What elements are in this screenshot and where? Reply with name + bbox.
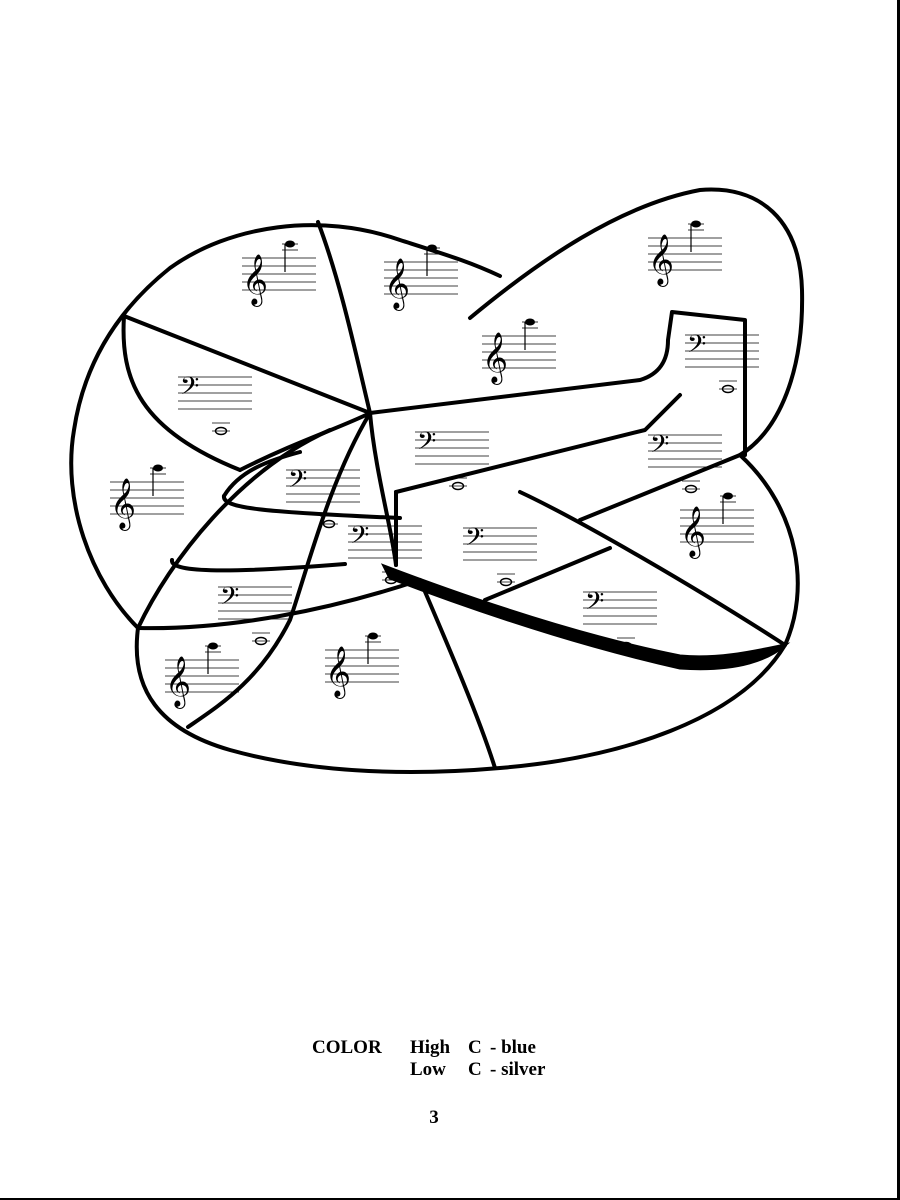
fuselage-top <box>368 310 747 457</box>
note-head <box>499 577 513 587</box>
wing-upper-join <box>578 453 742 522</box>
legend-level: Low <box>410 1059 446 1080</box>
note-head <box>322 519 336 529</box>
left-oval-outline <box>69 223 502 630</box>
note-head <box>384 575 398 585</box>
bass-clef-icon: 𝄢 <box>465 523 484 558</box>
divider-top <box>122 314 372 415</box>
note-head <box>153 464 163 472</box>
nose-lower <box>136 578 422 631</box>
divider-left-oval <box>121 314 242 472</box>
note-head <box>525 318 535 326</box>
bass-clef-icon: 𝄢 <box>180 372 199 407</box>
divider-top-center <box>316 220 372 415</box>
treble-staff-high-c: 𝄞 <box>680 492 754 559</box>
wing-mid <box>483 546 612 602</box>
note-head <box>684 484 698 494</box>
treble-staff-high-c: 𝄞 <box>325 632 399 699</box>
legend-color: - blue <box>490 1037 536 1058</box>
treble-clef-icon: 𝄞 <box>242 254 268 307</box>
bass-staff-low-c: 𝄢 <box>685 330 759 394</box>
region-outlines <box>69 187 805 775</box>
bass-clef-icon: 𝄢 <box>585 587 604 622</box>
legend-color: - silver <box>490 1059 546 1080</box>
fuselage-upper-stripe <box>394 393 682 494</box>
treble-clef-icon: 𝄞 <box>110 478 136 531</box>
treble-clef-icon: 𝄞 <box>165 656 191 709</box>
bass-staff-low-c: 𝄢 <box>286 465 360 529</box>
treble-staff-high-c: 𝄞 <box>384 244 458 311</box>
wing-thick-edge <box>380 563 791 671</box>
note-head <box>214 426 228 436</box>
treble-staff-high-c: 𝄞 <box>648 220 722 287</box>
spoke-bottom <box>418 578 497 770</box>
note-head <box>451 481 465 491</box>
bass-staff-low-c: 𝄢 <box>178 372 252 436</box>
bass-clef-icon: 𝄢 <box>288 465 307 500</box>
page-number: 3 <box>429 1107 439 1128</box>
legend-row-high: COLOR High C - blue <box>312 1037 545 1059</box>
legend-level: High <box>410 1037 451 1058</box>
treble-clef-icon: 𝄞 <box>482 332 508 385</box>
note-head <box>254 636 268 646</box>
bottom-outline <box>134 453 800 775</box>
bass-clef-icon: 𝄢 <box>650 430 669 465</box>
bass-staff-low-c: 𝄢 <box>583 587 657 651</box>
color-legend: COLOR High C - blue Low C - silver <box>312 1037 545 1081</box>
bass-clef-icon: 𝄢 <box>687 330 706 365</box>
legend-heading: COLOR <box>312 1037 382 1058</box>
note-head <box>691 220 701 228</box>
bass-clef-icon: 𝄢 <box>417 427 436 462</box>
cockpit-band <box>222 494 402 520</box>
treble-clef-icon: 𝄞 <box>384 258 410 311</box>
legend-note: C <box>468 1037 482 1058</box>
treble-clef-icon: 𝄞 <box>325 646 351 699</box>
legend-note: C <box>468 1059 482 1080</box>
treble-clef-icon: 𝄞 <box>680 506 706 559</box>
note-head <box>208 642 218 650</box>
bass-staff-low-c: 𝄢 <box>415 427 489 491</box>
treble-staff-high-c: 𝄞 <box>242 240 316 307</box>
bass-staff-low-c: 𝄢 <box>463 523 537 587</box>
note-head <box>721 384 735 394</box>
treble-staff-high-c: 𝄞 <box>482 318 556 385</box>
nose-band <box>170 558 347 573</box>
note-head <box>619 641 633 651</box>
treble-clef-icon: 𝄞 <box>648 234 674 287</box>
spoke-right <box>368 411 398 567</box>
note-head <box>368 632 378 640</box>
note-symbols: 𝄞 𝄞 𝄞 𝄞 𝄢 𝄢 𝄢 𝄢 𝄢 𝄢 𝄞 𝄢 𝄢 𝄢 𝄞 𝄞 𝄞 <box>110 220 759 709</box>
cockpit-upper <box>222 450 302 498</box>
bass-staff-low-c: 𝄢 <box>218 582 292 646</box>
bass-staff-low-c: 𝄢 <box>648 430 722 494</box>
nose-curve <box>136 428 332 630</box>
treble-staff-high-c: 𝄞 <box>110 464 184 531</box>
bass-staff-low-c: 𝄢 <box>348 521 422 585</box>
note-head <box>285 240 295 248</box>
spoke-center <box>186 411 372 729</box>
note-head <box>427 244 437 252</box>
bass-clef-icon: 𝄢 <box>350 521 369 556</box>
legend-row-low: Low C - silver <box>312 1059 545 1081</box>
right-loop-outline <box>468 187 805 457</box>
note-head <box>723 492 733 500</box>
treble-staff-high-c: 𝄞 <box>165 642 239 709</box>
bass-clef-icon: 𝄢 <box>220 582 239 617</box>
wing-top <box>518 490 787 647</box>
